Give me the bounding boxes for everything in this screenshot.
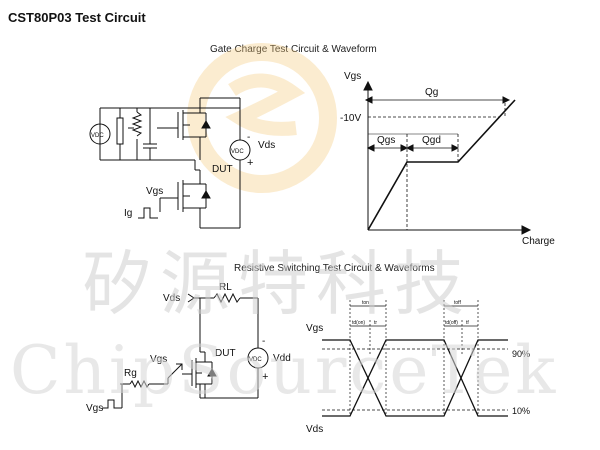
rl-resistor	[213, 292, 241, 304]
tf-label: tf	[466, 320, 469, 326]
gate-charge-title: Gate Charge Test Circuit & Waveform	[210, 44, 377, 55]
gate-charge-circuit-labels: VDC VDC Vds - + DUT Vgs Ig	[91, 132, 275, 219]
vgs-label: Vgs	[146, 186, 163, 197]
vgs-label: Vgs	[150, 354, 167, 365]
page-title: CST80P03 Test Circuit	[8, 10, 146, 25]
vdc-label-right: VDC	[231, 149, 244, 155]
plus-label: +	[247, 157, 253, 169]
minus-label: -	[262, 336, 265, 347]
vgs-wave-label: Vgs	[306, 323, 323, 334]
vds-label: Vds	[258, 140, 275, 151]
watermark-english: ChipSourceTek	[10, 332, 559, 409]
dut-label: DUT	[212, 164, 233, 175]
watermark-chinese: 矽源特科技	[82, 243, 472, 325]
p10-label: 10%	[512, 406, 530, 416]
rl-label: RL	[219, 282, 232, 293]
resistive-switching-title: Resistive Switching Test Circuit & Wavef…	[234, 263, 435, 274]
toff-label: toff	[454, 300, 461, 306]
ig-label: Ig	[124, 208, 132, 219]
dut-label: DUT	[215, 348, 236, 359]
minus-10v-label: -10V	[340, 113, 361, 124]
qg-label: Qg	[425, 87, 438, 98]
switching-waveforms	[322, 300, 508, 417]
gate-charge-waveform-labels: Vgs Qg -10V Qgs Qgd Charge	[340, 71, 555, 247]
minus-label: -	[247, 132, 250, 143]
vdd-label: Vdd	[273, 353, 291, 364]
tdoff-label: td(off)	[445, 320, 458, 326]
p90-label: 90%	[512, 349, 530, 359]
vgs-pulse-label: Vgs	[86, 403, 103, 414]
vdc-source-left	[89, 123, 111, 145]
plus-label: +	[262, 371, 268, 383]
vdc-label-left: VDC	[91, 133, 104, 139]
ton-label: ton	[362, 300, 369, 306]
tdon-label: td(on)	[352, 320, 365, 326]
rg-label: Rg	[124, 368, 137, 379]
resistive-circuit-labels: Vds RL DUT VDC Vdd - + Vgs Rg Vgs	[86, 282, 291, 414]
vdc-label: VDC	[249, 357, 262, 363]
resistive-circuit	[102, 292, 269, 409]
charge-axis-label: Charge	[522, 236, 555, 247]
rg-resistor	[129, 379, 150, 389]
vds-wave-label: Vds	[306, 424, 323, 435]
vds-label: Vds	[163, 293, 180, 304]
tr-label: tr	[374, 320, 377, 326]
gate-charge-waveform	[363, 80, 532, 235]
vgs-axis-label: Vgs	[344, 71, 361, 82]
switching-waveform-labels: Vgs Vds 90% 10% ton td(on) tr toff td(of…	[306, 300, 530, 435]
qgd-label: Qgd	[422, 135, 441, 146]
logo-watermark	[187, 43, 337, 193]
qgs-label: Qgs	[377, 135, 395, 146]
gate-charge-circuit	[89, 97, 251, 229]
